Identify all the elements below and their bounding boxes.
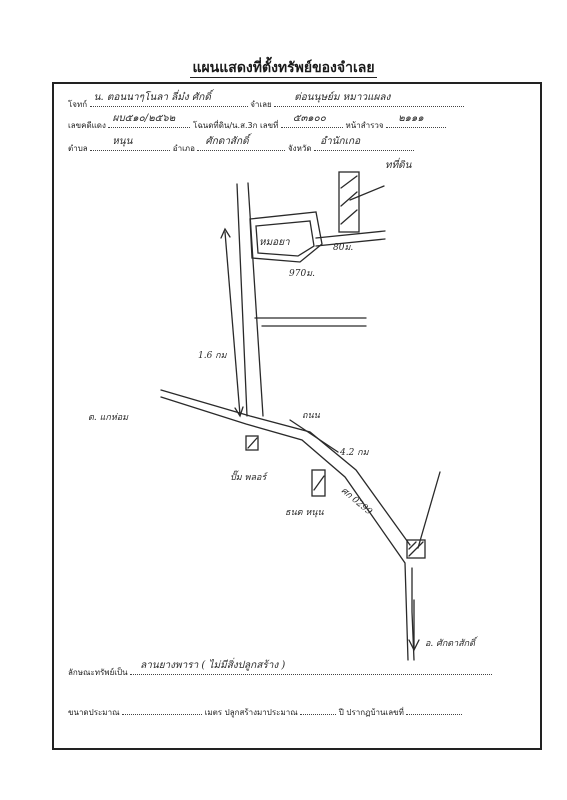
crossroad-rect <box>406 539 426 559</box>
subdistrict-value: หนุน <box>112 136 133 147</box>
distance-line <box>224 231 241 416</box>
dist-4-2-label: 4.2 กม <box>339 448 370 458</box>
black-case-label: เลขคดีแดง <box>68 121 106 130</box>
document-title: แผนแสดงที่ตั้งทรัพย์ของจำเลย <box>190 60 377 78</box>
east-branch-road <box>315 230 386 247</box>
right-road <box>411 471 441 661</box>
village-label: หมอยา <box>259 237 290 248</box>
village-inner <box>255 220 315 257</box>
row-parties: โจทก์ น. ตอนนาๆโนลา ลี่ม๋ง ศักดิ์ จำเลย … <box>68 92 465 111</box>
side-road <box>254 317 367 327</box>
school-rect <box>311 469 326 497</box>
province-label: จังหวัด <box>287 144 312 153</box>
subdistrict-field: หนุน <box>90 136 171 151</box>
property-hatch <box>340 175 358 225</box>
size-label: ขนาดประมาณ <box>68 708 120 717</box>
south-arrow-head <box>408 639 420 652</box>
asset-field: ลานยางพารา ( ไม่มีสิ่งปลูกสร้าง ) <box>130 660 493 675</box>
row-location: ตำบล หนุน อำเภอ ศักดาสักดิ์ จังหวัด อำนั… <box>68 136 415 155</box>
district-label: อำเภอ <box>172 144 195 153</box>
plaintiff-label: โจทก์ <box>68 100 88 109</box>
school-hatch <box>313 475 325 491</box>
property-rect <box>338 171 360 233</box>
survey-page-field: ๒๑๑๑ <box>386 113 447 128</box>
left-road-label: ต. แกห่อม <box>88 413 129 423</box>
road-mark-label: ถนน <box>302 411 321 421</box>
gas-station-label: ปั๊ม พลอร์ <box>230 470 268 483</box>
deed-label: โฉนดที่ดิน/น.ส.3ก เลขที่ <box>193 121 279 130</box>
deed-field: ๕๓๑๐๐ <box>280 113 343 128</box>
district-field: ศักดาสักดิ์ <box>197 136 286 151</box>
defendant-field: ต่อนนุษย์ม หมาวแผลง <box>274 92 465 107</box>
province-field: อำนักเกอ <box>314 136 415 151</box>
row-asset: ลักษณะทรัพย์เป็น ลานยางพารา ( ไม่มีสิ่งป… <box>68 660 493 679</box>
house-label: ทที่ดิน <box>385 157 413 171</box>
gas-station-hatch <box>247 437 258 449</box>
deed-value: ๕๓๑๐๐ <box>292 113 326 124</box>
size-field <box>122 705 203 715</box>
black-case-field: ผบ๕๑๐/๒๕๖๒ <box>108 113 191 128</box>
year-label: ปี ปรากฏบ้านเลขที่ <box>338 708 404 717</box>
meter-label: เมตร ปลูกสร้างมาประมาณ <box>204 708 298 717</box>
crossroad-hatch <box>408 541 424 557</box>
bottom-arrow-label: อ. ศักดาสักดิ์ <box>425 636 478 649</box>
black-case-value: ผบ๕๑๐/๒๕๖๒ <box>112 113 176 124</box>
house-number-field <box>406 705 463 715</box>
arrow-down-head <box>234 406 244 418</box>
plaintiff-field: น. ตอนนาๆโนลา ลี่ม๋ง ศักดิ์ <box>89 92 248 107</box>
defendant-label: จำเลย <box>250 100 272 109</box>
province-value: อำนักเกอ <box>320 136 361 147</box>
defendant-value: ต่อนนุษย์ม หมาวแผลง <box>294 92 391 103</box>
school-label: ธนต หนุน <box>285 508 324 518</box>
village-outline <box>249 211 323 263</box>
dist-970-label: 970ม. <box>289 269 315 279</box>
arrow-up-head <box>220 227 231 239</box>
gas-station-rect <box>245 435 259 451</box>
row-size: ขนาดประมาณ เมตร ปลูกสร้างมาประมาณ ปี ปรา… <box>68 705 463 719</box>
survey-page-label: หน้าสำรวจ <box>345 121 384 130</box>
dist-1-6-label: 1.6 กม <box>198 351 228 361</box>
right-road-label: ศก 0299 <box>339 486 374 518</box>
property-pointer <box>349 185 385 201</box>
row-case: เลขคดีแดง ผบ๕๑๐/๒๕๖๒ โฉนดที่ดิน/น.ส.3ก เ… <box>68 113 447 132</box>
distance-line-2 <box>289 419 339 453</box>
asset-value: ลานยางพารา ( ไม่มีสิ่งปลูกสร้าง ) <box>140 660 286 671</box>
main-road <box>160 389 411 661</box>
survey-page-value: ๒๑๑๑ <box>398 113 424 124</box>
subdistrict-label: ตำบล <box>68 144 88 153</box>
plaintiff-value: น. ตอนนาๆโนลา ลี่ม๋ง ศักดิ์ <box>93 92 211 103</box>
asset-label: ลักษณะทรัพย์เป็น <box>68 668 128 677</box>
district-value: ศักดาสักดิ์ <box>205 136 249 147</box>
dist-80-label: 80ม. <box>333 243 353 253</box>
years-field <box>300 705 337 715</box>
document-frame <box>52 82 542 750</box>
